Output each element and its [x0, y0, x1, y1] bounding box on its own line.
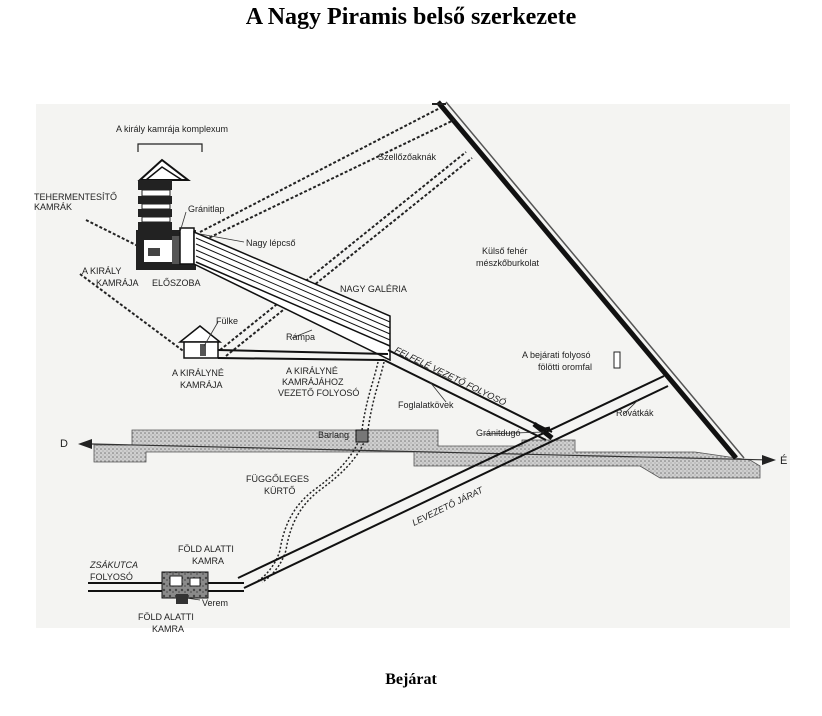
label-great-step: Nagy lépcső: [246, 238, 296, 248]
descending-passage: [237, 375, 669, 589]
label-kings-chamber-1: A KIRÁLY: [82, 266, 121, 276]
ground-line: [78, 439, 776, 465]
entrance-gable-marker: [613, 351, 621, 369]
label-pit: Verem: [202, 598, 228, 608]
label-grooves: Rovátkák: [616, 408, 654, 418]
label-queens-chamber-2: KAMRÁJA: [180, 380, 223, 390]
label-air-shafts: Szellőzőaknák: [378, 152, 437, 162]
label-underground-top-1: FÖLD ALATTI: [178, 544, 234, 554]
grotto: [355, 429, 369, 443]
label-entrance-gable-2: fölötti oromfal: [538, 362, 592, 372]
label-casing-2: mészkőburkolat: [476, 258, 540, 268]
label-casing-1: Külső fehér: [482, 246, 528, 256]
label-west: D: [60, 438, 68, 450]
label-granite-plug: Gránitdugó: [476, 428, 521, 438]
label-dead-end-2: FOLYOSÓ: [90, 572, 133, 582]
label-kings-complex: A király kamrája komplexum: [116, 124, 228, 134]
label-grotto: Barlang: [318, 430, 349, 440]
label-grand-gallery: NAGY GALÉRIA: [340, 284, 407, 294]
label-underground-top-2: KAMRA: [192, 556, 224, 566]
label-dead-end-1: ZSÁKUTCA: [89, 560, 138, 570]
subterranean-chamber: [88, 571, 244, 604]
label-queens-passage-3: VEZETŐ FOLYOSÓ: [278, 388, 359, 398]
leader-lines: [179, 211, 639, 601]
label-queens-chamber-1: A KIRÁLYNÉ: [172, 368, 224, 378]
kings-chamber-complex: [136, 158, 196, 270]
label-well-shaft-2: KÜRTŐ: [264, 486, 295, 496]
label-queens-passage-1: A KIRÁLYNÉ: [286, 366, 338, 376]
caption: Bejárat: [385, 671, 437, 688]
label-ramp: Rámpa: [286, 332, 315, 342]
page-title: A Nagy Piramis belső szerkezete: [245, 4, 577, 30]
queens-chamber: [177, 325, 389, 361]
label-underground-bottom-2: KAMRA: [152, 624, 184, 634]
label-relieving-chambers-2: KAMRÁK: [34, 202, 72, 212]
ascending-passage: [383, 349, 554, 441]
grand-gallery: [193, 230, 391, 362]
bedrock: [93, 429, 761, 479]
label-east: É: [780, 454, 787, 467]
kings-complex-bracket: [137, 143, 203, 152]
label-queens-passage-2: KAMRÁJÁHOZ: [282, 377, 344, 387]
label-antechamber: ELŐSZOBA: [152, 278, 201, 288]
label-granite-slab: Gránitlap: [188, 204, 225, 214]
label-underground-bottom-1: FÖLD ALATTI: [138, 612, 194, 622]
label-relieving-chambers-1: TEHERMENTESÍTŐ: [34, 192, 117, 202]
air-shafts: [79, 107, 473, 357]
label-well-shaft-1: FÜGGŐLEGES: [246, 474, 309, 484]
label-niche: Fülke: [216, 316, 238, 326]
label-entrance-gable-1: A bejárati folyosó: [522, 350, 591, 360]
label-girdle-stones: Foglalatkövek: [398, 400, 454, 410]
pyramid-casing: [432, 100, 745, 460]
label-kings-chamber-2: KAMRÁJA: [96, 278, 139, 288]
